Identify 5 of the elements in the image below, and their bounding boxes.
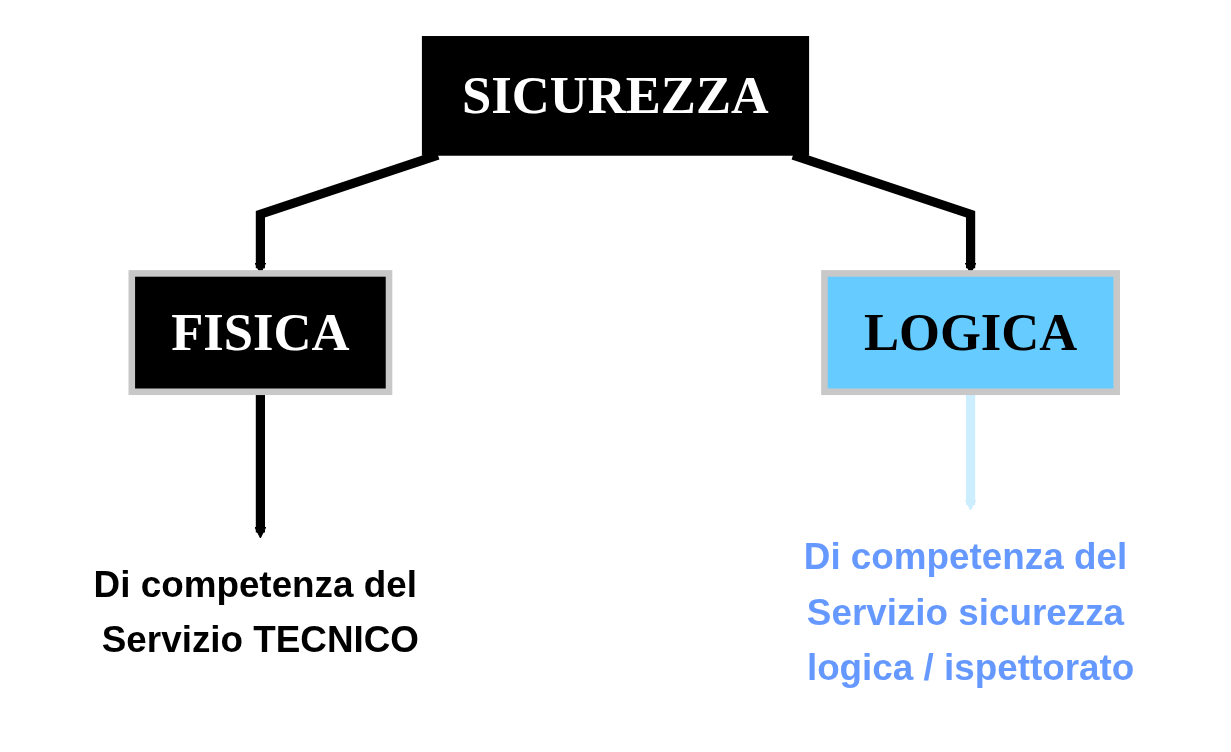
node-box: LOGICA xyxy=(821,270,1121,396)
node-text: Di competenza del Servizio sicurezza logica / ispettorato xyxy=(803,536,1135,688)
node-box: FISICA xyxy=(128,270,393,396)
node-text: Di competenza del Servizio TECNICO xyxy=(93,564,419,661)
node-box: SICUREZZA xyxy=(421,36,810,156)
